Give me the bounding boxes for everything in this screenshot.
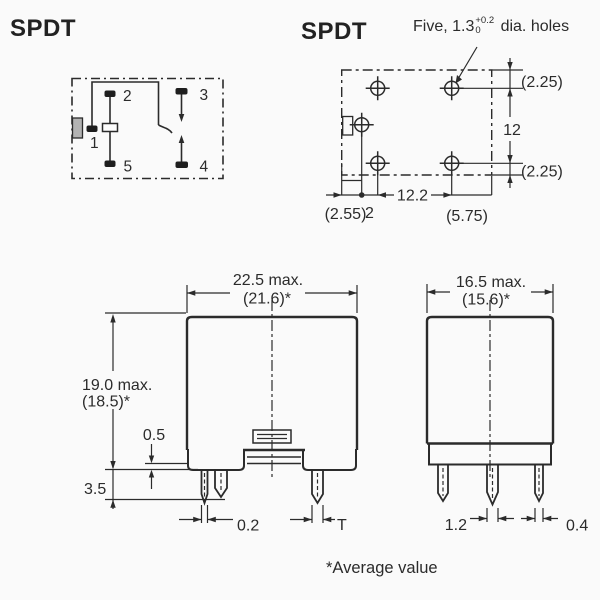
dim-pin-edge-label: 0.4	[566, 518, 588, 535]
right-standoff-foot	[302, 449, 357, 471]
case-tab	[71, 117, 84, 139]
dim-offset-left: (2.55)	[325, 206, 367, 223]
pad-1	[86, 125, 98, 132]
dim-standoff-label: 0.5	[143, 427, 165, 444]
average-value-footnote: *Average value	[326, 559, 438, 577]
height-dimension: 19.0 max. (18.5)*	[82, 312, 225, 501]
note-leader-line	[457, 46, 478, 80]
pin-2-label: 2	[123, 88, 132, 105]
schematic-pads	[86, 88, 188, 168]
right-pin	[311, 469, 324, 505]
dim-height-label: 19.0 max.	[82, 377, 152, 394]
dim-top-right: (2.25)	[521, 74, 563, 91]
recess-lines	[247, 456, 301, 465]
holes-note-suffix: dia. holes	[496, 18, 570, 35]
note-leader-arrow	[455, 75, 462, 84]
dim-pin-center-label: 1.2	[445, 517, 467, 534]
dim-width-avg-label: (21.6)*	[243, 291, 291, 308]
contact-arrow-up	[178, 135, 185, 143]
pin-5-label: 5	[124, 159, 133, 176]
dim-width-avg-label: (15.6)*	[462, 292, 510, 309]
schematic-diagram: 1 2 5 3 4	[71, 77, 224, 180]
dim-width-label: 22.5 max.	[233, 272, 303, 289]
contact-arrow-down	[178, 114, 185, 122]
mounting-holes	[349, 76, 464, 176]
holes-note-tol-upper: +0.2	[475, 15, 495, 26]
hole-top-left	[365, 76, 390, 101]
side-view-drawing: 16.5 max. (15.6)* 1.2 0.4	[425, 274, 588, 535]
pad-5	[104, 160, 116, 167]
pin-1-label: 1	[90, 135, 99, 152]
dim-pitch-horizontal: 12.2	[397, 188, 428, 205]
holes-note-tol-lower: 0	[475, 24, 481, 36]
pin-length-dimension: 3.5	[84, 469, 116, 509]
horizontal-dimensions: (2.55) 2 12.2 (5.75)	[325, 133, 493, 225]
dim-pitch-vertical: 12	[503, 122, 521, 139]
hole-coil	[349, 112, 374, 137]
width-dimension: 22.5 max. (21.6)*	[186, 272, 358, 313]
front-view-drawing: 22.5 max. (21.6)* 19.0 max. (18.5)* 0.5 …	[82, 272, 359, 535]
left-standoff-foot	[187, 449, 245, 471]
pin-width-dimension: 0.2	[179, 505, 259, 535]
pad-4	[175, 161, 188, 168]
center-pin	[486, 464, 499, 507]
schematic-title: SPDT	[10, 15, 77, 42]
dim-pin-width-label: 0.2	[237, 518, 259, 535]
wide-pin	[214, 469, 228, 499]
width-dimension: 16.5 max. (15.6)*	[426, 274, 554, 313]
pin-3-label: 3	[200, 87, 209, 104]
dim-coil-pitch: 2	[365, 205, 374, 222]
vertical-dimensions: (2.25) 12 (2.25)	[459, 58, 563, 188]
mounting-holes-diagram: (2.25) 12 (2.25) (2.55) 2 12.2 (5.75)	[325, 46, 563, 225]
dim-offset-right: (5.75)	[446, 208, 488, 225]
front-pins	[200, 469, 324, 506]
standoff-dimension: 0.5	[143, 427, 165, 489]
left-pin	[437, 464, 449, 503]
pad-3	[175, 88, 188, 95]
dim-pin-t-label: T	[337, 517, 347, 534]
pin-4-label: 4	[200, 159, 209, 176]
relay-footprint-outline	[341, 69, 493, 176]
pad-2	[104, 90, 116, 97]
schematic-wires	[91, 81, 185, 162]
dim-pin-length-label: 3.5	[84, 481, 106, 498]
side-pins	[437, 464, 544, 507]
pin-edge-dimension: 0.4	[521, 508, 588, 535]
dim-bottom-right: (2.25)	[521, 164, 563, 181]
right-pin	[534, 464, 544, 504]
mounting-title: SPDT	[301, 18, 368, 45]
pin-center-dimension: 1.2	[445, 508, 514, 534]
dim-height-avg-label: (18.5)*	[82, 394, 130, 411]
footprint-tab	[342, 115, 354, 136]
dim-width-label: 16.5 max.	[456, 274, 526, 291]
coil-pin	[200, 469, 209, 506]
hole-bottom-left	[365, 151, 390, 176]
holes-note-prefix: Five, 1.3	[413, 18, 475, 35]
coil-symbol	[101, 122, 119, 133]
pin-t-dimension: T	[290, 505, 347, 534]
